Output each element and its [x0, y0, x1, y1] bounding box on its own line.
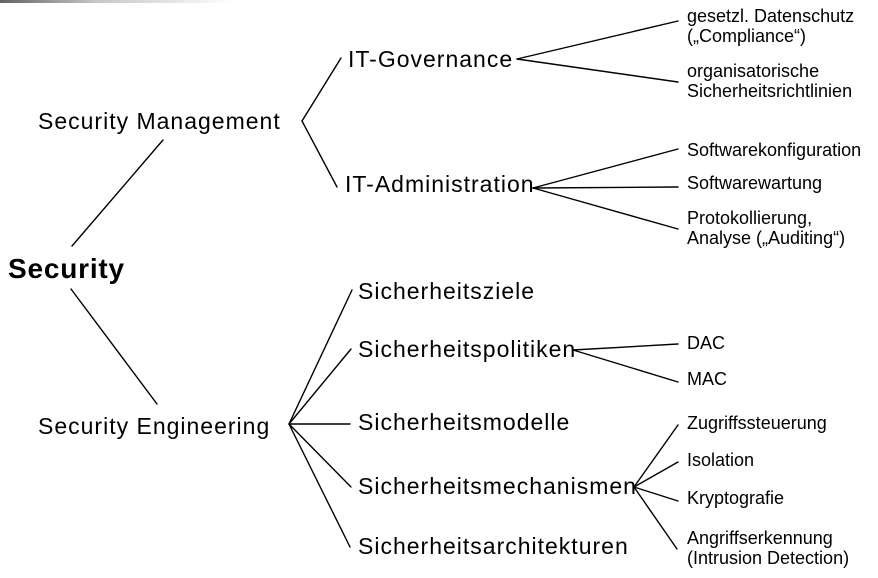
- edge-security-to-security-management: [71, 139, 164, 247]
- node-sicherheitsziele: Sicherheitsziele: [358, 278, 536, 304]
- edge-engineering-to-sicherheitsziele: [288, 289, 353, 425]
- edge-engineering-to-sicherheitsarchitekturen: [288, 423, 351, 548]
- node-sicherheitsmechanismen: Sicherheitsmechanismen: [358, 473, 637, 499]
- node-gesetzl-datenschutz-compliance: gesetzl. Datenschutz („Compliance“): [687, 6, 855, 46]
- node-sicherheitsarchitekturen: Sicherheitsarchitekturen: [358, 533, 629, 559]
- edge-security-to-security-engineering: [70, 288, 158, 405]
- node-softwarewartung: Softwarewartung: [687, 173, 823, 193]
- edge-engineering-to-sicherheitspolitiken: [288, 348, 352, 425]
- node-organisatorische-sicherheitsrichtlinien: organisatorische Sicherheitsrichtlinien: [687, 61, 853, 101]
- edge-governance-to-datenschutz: [516, 20, 679, 60]
- node-softwarekonfiguration: Softwarekonfiguration: [687, 140, 862, 160]
- node-zugriffssteuerung: Zugriffssteuerung: [687, 413, 827, 433]
- edge-mechanismen-to-isolation: [633, 461, 679, 488]
- node-it-administration: IT-Administration: [345, 171, 535, 197]
- edge-governance-to-richtlinien: [516, 58, 679, 83]
- node-it-governance: IT-Governance: [348, 46, 514, 72]
- node-kryptografie: Kryptografie: [687, 488, 785, 508]
- edge-administration-to-protokollierung: [532, 187, 679, 230]
- edge-politiken-to-mac: [572, 349, 679, 383]
- edge-management-to-it-administration: [301, 120, 338, 188]
- edge-administration-to-softwarekonfiguration: [532, 148, 679, 189]
- edge-mechanismen-to-kryptografie: [633, 486, 679, 502]
- edge-politiken-to-dac: [572, 343, 679, 351]
- node-angriffserkennung-intrusion-detection: Angriffserkennung (Intrusion Detection): [687, 528, 850, 568]
- edge-mechanismen-to-zugriffssteuerung: [633, 424, 679, 488]
- edge-engineering-to-sicherheitsmechanismen: [288, 423, 352, 488]
- edge-management-to-it-governance: [301, 57, 342, 122]
- node-security-management: Security Management: [38, 108, 281, 134]
- node-sicherheitspolitiken: Sicherheitspolitiken: [358, 336, 577, 362]
- node-dac: DAC: [687, 333, 726, 353]
- node-mac: MAC: [687, 369, 727, 389]
- node-security-engineering: Security Engineering: [38, 413, 271, 439]
- node-isolation: Isolation: [687, 450, 755, 470]
- node-sicherheitsmodelle: Sicherheitsmodelle: [358, 409, 571, 435]
- node-protokollierung-analyse-auditing: Protokollierung, Analyse („Auditing“): [687, 208, 846, 248]
- edge-administration-to-softwarewartung: [532, 186, 679, 189]
- node-security: Security: [8, 253, 125, 284]
- edge-mechanismen-to-angriffserkennung: [633, 486, 678, 550]
